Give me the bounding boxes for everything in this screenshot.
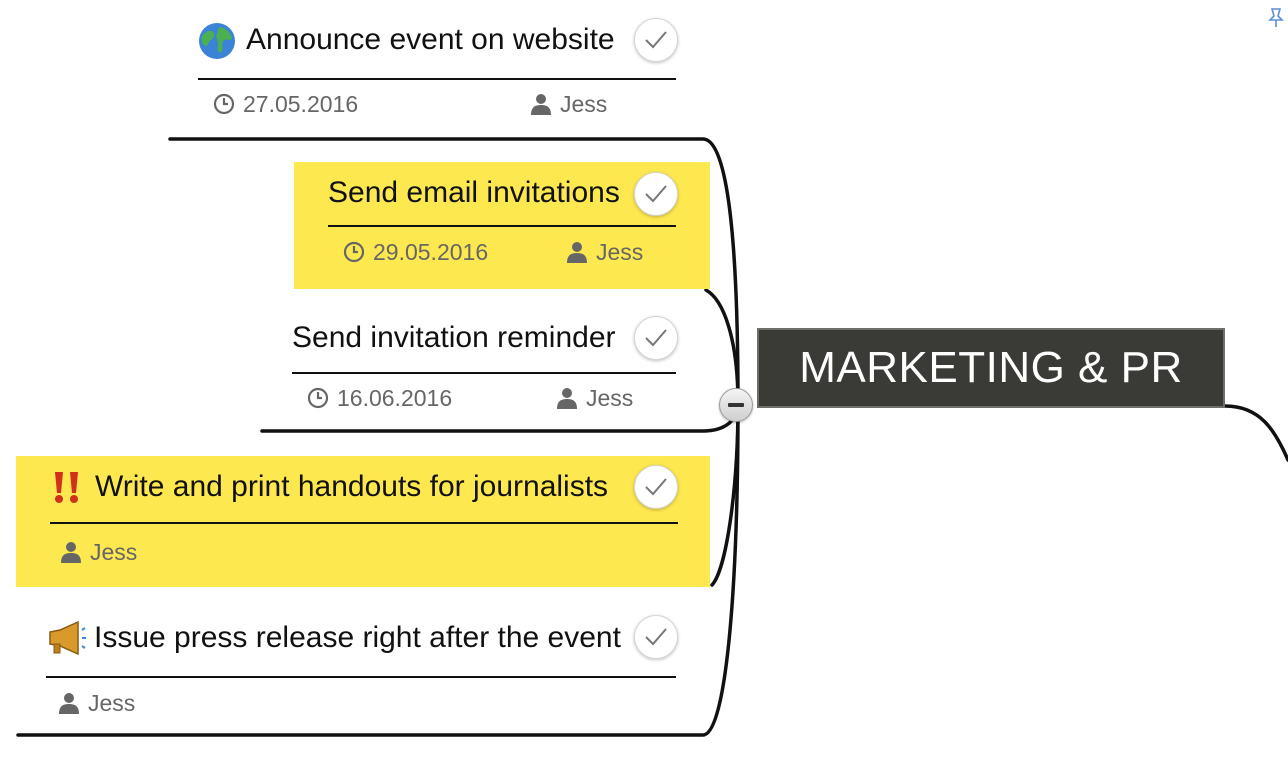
task-checkbox[interactable] [634, 465, 678, 509]
task-assignee-text: Jess [596, 239, 644, 265]
task-underline [46, 676, 676, 678]
task-underline [198, 78, 676, 80]
connector-1 [168, 137, 740, 406]
checkmark-icon [645, 185, 667, 203]
task-assignee: Jess [530, 90, 607, 118]
connector-5 [16, 402, 740, 737]
task-checkbox[interactable] [634, 615, 678, 659]
task-assignee: Jess [566, 238, 643, 266]
task-assignee: Jess [556, 384, 633, 412]
person-icon [61, 542, 81, 563]
task-underline [50, 522, 678, 524]
clock-icon [307, 387, 329, 409]
checkmark-icon [645, 31, 667, 49]
task-underline [292, 372, 676, 374]
task-date-text: 29.05.2016 [373, 239, 489, 265]
checkmark-icon [645, 478, 667, 496]
task-date: 27.05.2016 [213, 90, 358, 118]
person-icon [59, 693, 79, 714]
person-icon [531, 94, 551, 115]
task-title: Announce event on website [246, 23, 615, 56]
clock-icon [213, 93, 235, 115]
task-assignee-text: Jess [586, 385, 634, 411]
person-icon [557, 388, 577, 409]
task-checkbox[interactable] [634, 316, 678, 360]
task-assignee-text: Jess [90, 539, 138, 565]
collapse-toggle[interactable] [719, 388, 753, 422]
task-assignee-text: Jess [560, 91, 608, 117]
task-assignee: Jess [60, 538, 137, 566]
task-underline [328, 225, 676, 227]
task-title: Write and print handouts for journalists [95, 470, 609, 503]
task-title: Send invitation reminder [292, 321, 616, 354]
connector-2 [704, 288, 740, 406]
task-highlight [16, 456, 710, 587]
task-assignee-text: Jess [88, 690, 136, 716]
double-exclamation-icon [52, 470, 82, 509]
task-date-text: 16.06.2016 [337, 385, 453, 411]
task-date: 16.06.2016 [307, 384, 452, 412]
pin-icon[interactable] [1266, 6, 1288, 30]
central-topic-label: MARKETING & PR [799, 343, 1183, 392]
task-checkbox[interactable] [634, 172, 678, 216]
globe-icon [198, 22, 236, 65]
connector-right [1223, 404, 1288, 462]
checkmark-icon [645, 628, 667, 646]
central-topic[interactable]: MARKETING & PR [757, 328, 1225, 408]
task-title: Send email invitations [328, 176, 620, 209]
task-assignee: Jess [58, 689, 135, 717]
megaphone-icon [46, 620, 86, 661]
checkmark-icon [645, 329, 667, 347]
clock-icon [343, 241, 365, 263]
task-checkbox[interactable] [634, 18, 678, 62]
task-date-text: 27.05.2016 [243, 91, 359, 117]
person-icon [567, 242, 587, 263]
task-date: 29.05.2016 [343, 238, 488, 266]
task-title: Issue press release right after the even… [94, 621, 621, 654]
